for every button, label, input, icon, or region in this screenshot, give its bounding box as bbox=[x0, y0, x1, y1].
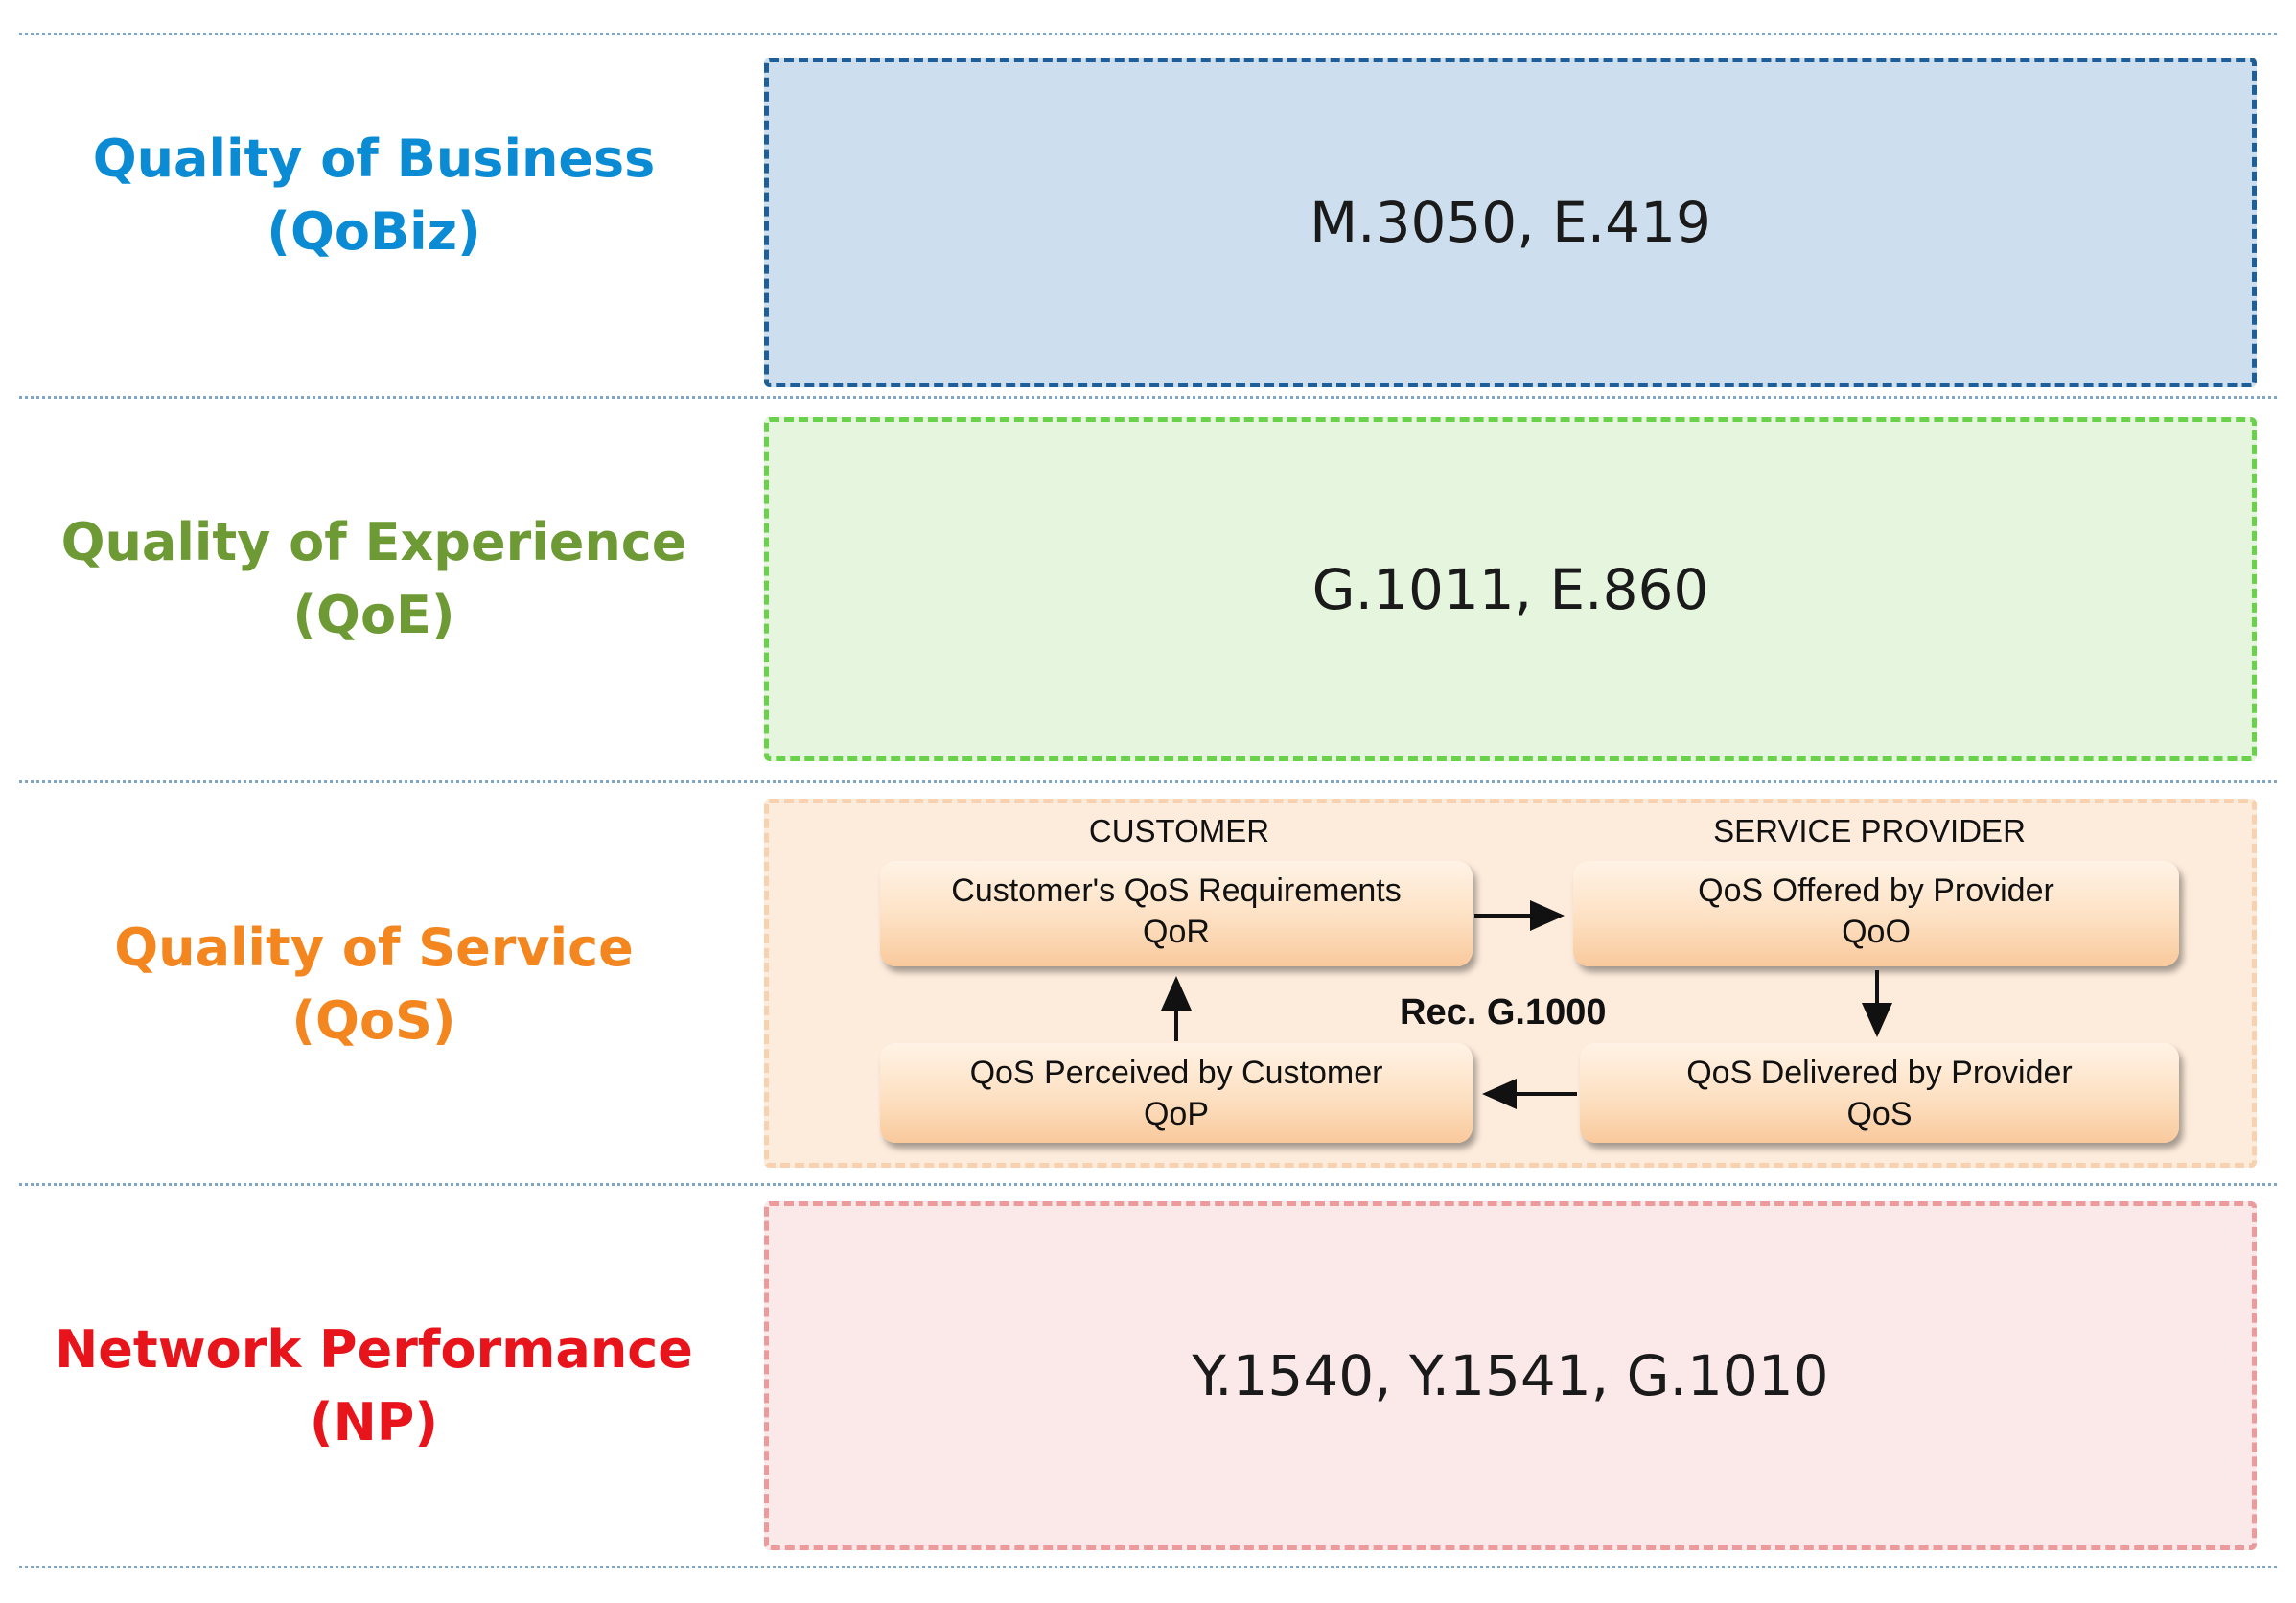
qoe-box: G.1011, E.860 bbox=[764, 417, 2257, 761]
qos-label-title: Quality of Service bbox=[114, 918, 634, 978]
separator-line bbox=[19, 33, 2277, 35]
qoo-node-abbrev: QoO bbox=[1842, 914, 1911, 950]
provider-heading: SERVICE PROVIDER bbox=[1713, 813, 2026, 848]
customer-heading: CUSTOMER bbox=[1088, 813, 1270, 848]
qobiz-box: M.3050, E.419 bbox=[764, 58, 2257, 387]
qoe-label: Quality of Experience (QoE) bbox=[38, 506, 709, 652]
qop-node-abbrev: QoP bbox=[1143, 1096, 1210, 1132]
qor-node-abbrev: QoR bbox=[1143, 914, 1210, 950]
np-box: Y.1540, Y.1541, G.1010 bbox=[764, 1201, 2257, 1550]
qobiz-label-abbrev: (QoBiz) bbox=[267, 201, 481, 262]
qoo-node-title: QoS Offered by Provider bbox=[1698, 872, 2054, 909]
qos-label-abbrev: (QoS) bbox=[291, 990, 456, 1051]
qos-delivered-node: QoS Delivered by Provider QoS bbox=[1580, 1043, 2179, 1143]
qop-node: QoS Perceived by Customer QoP bbox=[880, 1043, 1473, 1143]
separator-line bbox=[19, 1566, 2277, 1568]
qoo-node: QoS Offered by Provider QoO bbox=[1573, 861, 2179, 966]
qoe-standards: G.1011, E.860 bbox=[1311, 556, 1709, 622]
qoe-label-title: Quality of Experience bbox=[60, 512, 687, 572]
qos-label: Quality of Service (QoS) bbox=[38, 912, 709, 1057]
np-label: Network Performance (NP) bbox=[38, 1313, 709, 1459]
qobiz-label: Quality of Business (QoBiz) bbox=[38, 123, 709, 268]
np-label-title: Network Performance bbox=[55, 1319, 693, 1380]
qobiz-standards: M.3050, E.419 bbox=[1310, 190, 1711, 255]
rec-g1000-label: Rec. G.1000 bbox=[1400, 992, 1607, 1033]
separator-line bbox=[19, 1183, 2277, 1186]
separator-line bbox=[19, 780, 2277, 783]
qos-delivered-node-title: QoS Delivered by Provider bbox=[1686, 1055, 2073, 1091]
qos-delivered-node-abbrev: QoS bbox=[1846, 1096, 1913, 1132]
qobiz-label-title: Quality of Business bbox=[92, 128, 656, 189]
qop-node-title: QoS Perceived by Customer bbox=[969, 1055, 1383, 1091]
qor-node-title: Customer's QoS Requirements bbox=[951, 872, 1402, 909]
qoe-label-abbrev: (QoE) bbox=[292, 585, 455, 645]
np-label-abbrev: (NP) bbox=[309, 1392, 439, 1452]
np-standards: Y.1540, Y.1541, G.1010 bbox=[1192, 1343, 1829, 1408]
separator-line bbox=[19, 396, 2277, 399]
qor-node: Customer's QoS Requirements QoR bbox=[880, 861, 1473, 966]
